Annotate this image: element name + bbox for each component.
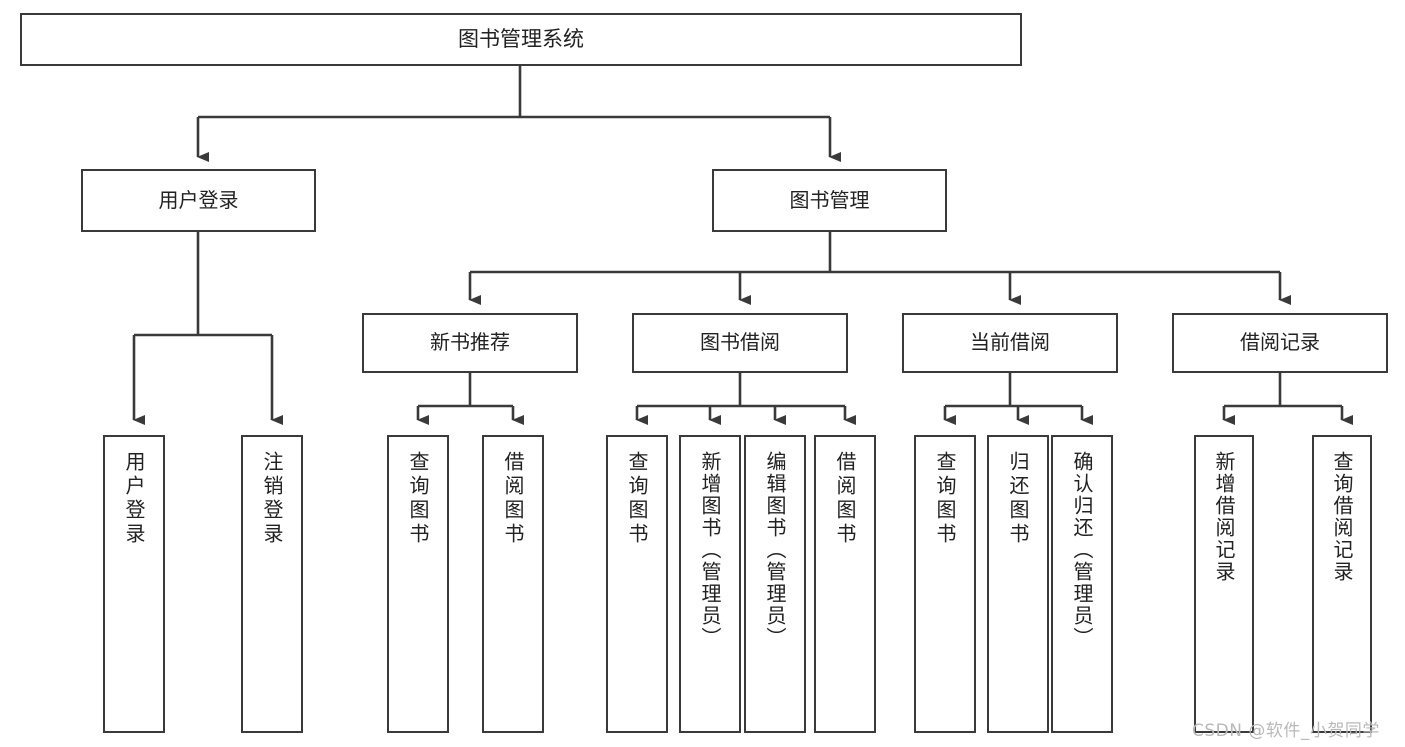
leaf-borrow-book[interactable]: 借阅图书 bbox=[814, 435, 876, 733]
node-label: 查询图书 bbox=[625, 451, 649, 547]
leaf-query-book-current[interactable]: 查询图书 bbox=[914, 435, 976, 733]
leaf-edit-book-admin[interactable]: 编辑图书（管理员） bbox=[744, 435, 806, 733]
node-book-borrow[interactable]: 图书借阅 bbox=[632, 313, 848, 373]
csdn-watermark: CSDN @软件_小贺同学 bbox=[1192, 721, 1380, 741]
leaf-query-book-borrow[interactable]: 查询图书 bbox=[606, 435, 668, 733]
node-label: 注销登录 bbox=[260, 451, 284, 547]
node-label: 新增借阅记录 bbox=[1212, 451, 1236, 583]
leaf-confirm-return-admin[interactable]: 确认归还（管理员） bbox=[1051, 435, 1113, 733]
node-label: 借阅图书 bbox=[501, 451, 525, 547]
node-label: 查询图书 bbox=[933, 451, 957, 547]
node-label: 确认归还（管理员） bbox=[1070, 451, 1094, 649]
leaf-add-book-admin[interactable]: 新增图书（管理员） bbox=[679, 435, 741, 733]
node-label: 图书管理系统 bbox=[458, 27, 584, 52]
node-label: 借阅记录 bbox=[1240, 330, 1320, 355]
node-book-management[interactable]: 图书管理 bbox=[712, 169, 947, 232]
leaf-borrow-book-recommend[interactable]: 借阅图书 bbox=[482, 435, 544, 733]
node-label: 用户登录 bbox=[122, 451, 146, 547]
node-label: 编辑图书（管理员） bbox=[763, 451, 787, 649]
node-label: 图书借阅 bbox=[700, 330, 780, 355]
node-label: 查询借阅记录 bbox=[1330, 451, 1354, 583]
leaf-add-borrow-record[interactable]: 新增借阅记录 bbox=[1194, 435, 1254, 733]
node-label: 当前借阅 bbox=[970, 330, 1050, 355]
leaf-query-borrow-record[interactable]: 查询借阅记录 bbox=[1312, 435, 1372, 733]
node-label: 新增图书（管理员） bbox=[698, 451, 722, 649]
node-label: 用户登录 bbox=[158, 187, 239, 212]
node-label: 借阅图书 bbox=[833, 451, 857, 547]
node-new-book-recommend[interactable]: 新书推荐 bbox=[362, 313, 578, 373]
node-label: 归还图书 bbox=[1006, 451, 1030, 547]
node-label: 新书推荐 bbox=[430, 330, 510, 355]
node-current-borrow[interactable]: 当前借阅 bbox=[902, 313, 1118, 373]
leaf-query-book-recommend[interactable]: 查询图书 bbox=[387, 435, 449, 733]
node-label: 查询图书 bbox=[406, 451, 430, 547]
node-root-system[interactable]: 图书管理系统 bbox=[20, 13, 1022, 66]
node-borrow-record[interactable]: 借阅记录 bbox=[1172, 313, 1388, 373]
node-user-login[interactable]: 用户登录 bbox=[81, 169, 316, 232]
leaf-user-login[interactable]: 用户登录 bbox=[103, 435, 165, 733]
leaf-logout[interactable]: 注销登录 bbox=[241, 435, 303, 733]
node-label: 图书管理 bbox=[789, 187, 870, 212]
leaf-return-book[interactable]: 归还图书 bbox=[987, 435, 1049, 733]
